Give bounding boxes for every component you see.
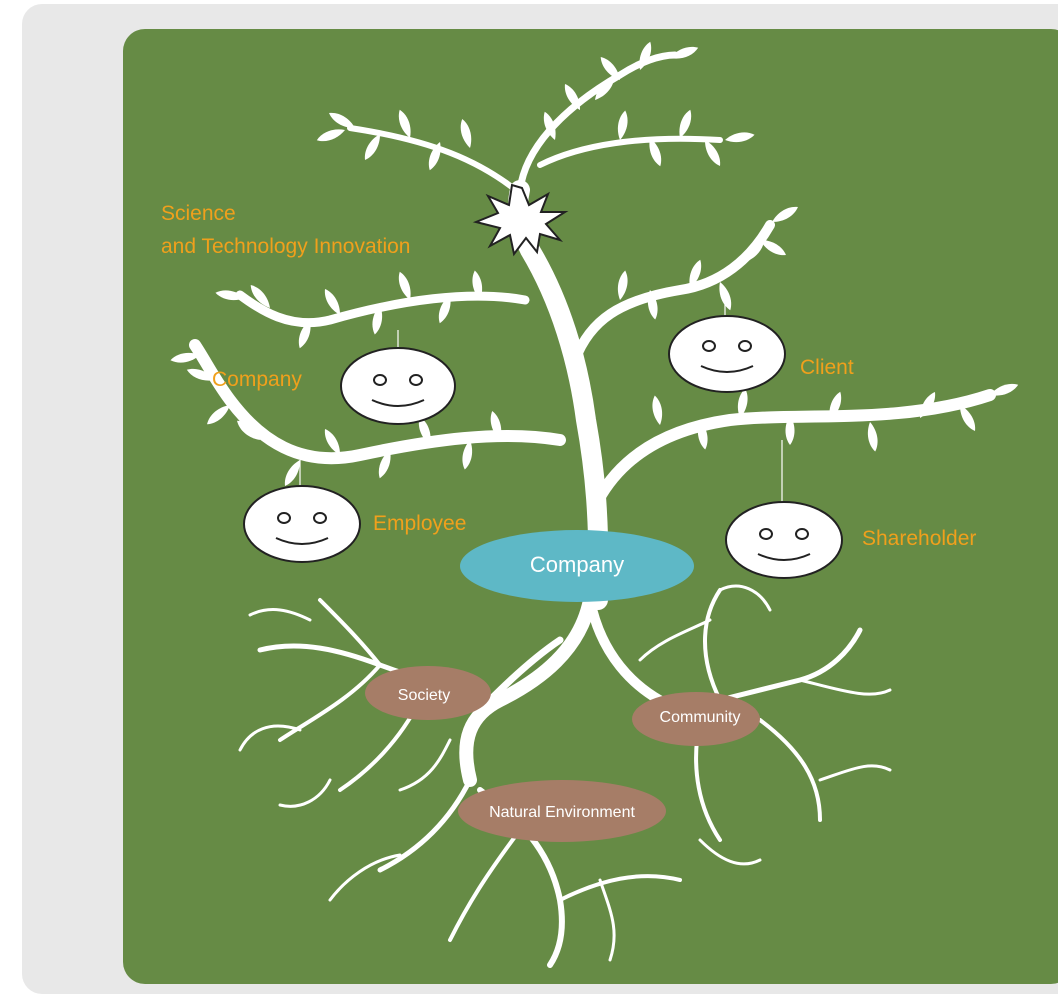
shareholder-label: Shareholder	[862, 527, 976, 550]
science-label-line2: and Technology Innovation	[161, 235, 410, 258]
employee-label: Employee	[373, 512, 466, 535]
leaf-icon	[724, 130, 756, 145]
smiley-face-icon	[243, 485, 361, 563]
science-label-line1: Science	[161, 202, 236, 225]
society-node	[365, 666, 491, 720]
leaf-icon	[395, 270, 415, 302]
roots	[238, 584, 892, 968]
leaf-icon	[457, 117, 475, 150]
leaf-icon	[315, 125, 347, 145]
smiley-face-icon	[340, 347, 456, 425]
community-label: Community	[660, 709, 741, 726]
smiley-face-icon	[668, 315, 786, 393]
natural-environment-label: Natural Environment	[489, 804, 635, 821]
leaf-icon	[650, 394, 665, 426]
company-center-label: Company	[530, 552, 624, 577]
leaf-icon	[615, 109, 630, 141]
leaf-icon	[204, 401, 233, 428]
community-node	[632, 692, 760, 746]
leaf-icon	[769, 203, 801, 226]
company-branch-label: Company	[212, 368, 302, 391]
society-label: Society	[398, 687, 450, 704]
company-center-node	[460, 530, 694, 602]
hanging-strings	[299, 290, 783, 503]
client-label: Client	[800, 356, 854, 379]
leaf-icon	[865, 421, 880, 453]
starburst-icon	[472, 183, 569, 257]
natural-environment-node	[458, 780, 666, 842]
leaf-icon	[615, 269, 630, 301]
leaf-icon	[675, 108, 695, 140]
smiley-face-icon	[725, 501, 843, 579]
